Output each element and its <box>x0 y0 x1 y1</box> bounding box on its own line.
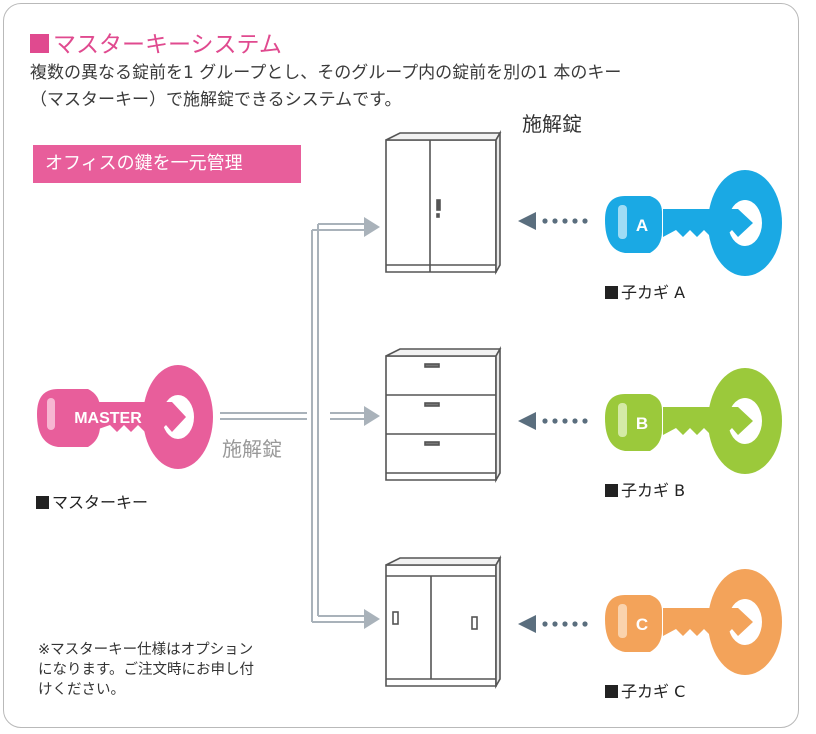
arrow-from-key-b <box>518 412 588 430</box>
label-square-icon <box>605 286 618 299</box>
page-title: マスターキーシステム <box>30 25 282 59</box>
key-a-label: 子カギ A <box>605 279 685 303</box>
cabinet-double-door <box>385 129 502 276</box>
title-text: マスターキーシステム <box>53 32 282 58</box>
key-c-label: 子カギ C <box>605 678 685 702</box>
note-line-1: ※マスターキー仕様はオプション <box>38 642 254 658</box>
master-key-label: マスターキー <box>36 489 148 513</box>
arrow-to-cabinet-a <box>364 217 380 237</box>
option-note: ※マスターキー仕様はオプション になります。ご注文時にお申し付 けください。 <box>38 640 318 700</box>
label-square-icon <box>605 685 618 698</box>
note-line-3: けください。 <box>38 682 125 698</box>
title-square-icon <box>30 34 49 53</box>
key-b-label-text: 子カギ B <box>621 481 686 500</box>
description: 複数の異なる錠前を1 グループとし、そのグループ内の錠前を別の1 本のキー （マ… <box>30 60 750 114</box>
description-line-1: 複数の異なる錠前を1 グループとし、そのグループ内の錠前を別の1 本のキー <box>30 63 622 83</box>
cabinet-sliding-door <box>385 554 502 690</box>
connector-arrowheads <box>364 217 380 629</box>
key-a-icon: A <box>605 170 782 276</box>
arrow-to-cabinet-b <box>364 406 380 426</box>
key-a-letter: A <box>636 216 648 235</box>
arrow-to-cabinet-c <box>364 609 380 629</box>
label-square-icon <box>36 496 49 509</box>
master-connector-lines <box>220 223 372 623</box>
master-key-label-text: マスターキー <box>52 493 149 512</box>
unlock-label-top: 施解錠 <box>522 112 582 136</box>
master-key-icon: MASTER <box>37 365 213 469</box>
label-square-icon <box>605 484 618 497</box>
description-line-2: （マスターキー）で施解錠できるシステムです。 <box>30 90 402 110</box>
office-key-badge: オフィスの鍵を一元管理 <box>33 145 301 183</box>
key-b-icon: B <box>605 368 782 474</box>
outer-frame <box>3 3 799 728</box>
arrow-from-key-a <box>518 212 588 230</box>
key-c-icon: C <box>605 569 782 675</box>
key-a-label-text: 子カギ A <box>621 283 686 302</box>
key-b-label: 子カギ B <box>605 477 685 501</box>
arrow-from-key-c <box>518 615 588 633</box>
key-c-label-text: 子カギ C <box>621 682 686 701</box>
child-key-arrows <box>518 212 588 633</box>
master-key-text: MASTER <box>74 410 142 427</box>
note-line-2: になります。ご注文時にお申し付 <box>38 662 255 678</box>
unlock-label-mid: 施解錠 <box>222 437 282 461</box>
key-c-letter: C <box>636 615 648 634</box>
cabinet-drawers <box>385 345 502 484</box>
key-b-letter: B <box>636 414 648 433</box>
